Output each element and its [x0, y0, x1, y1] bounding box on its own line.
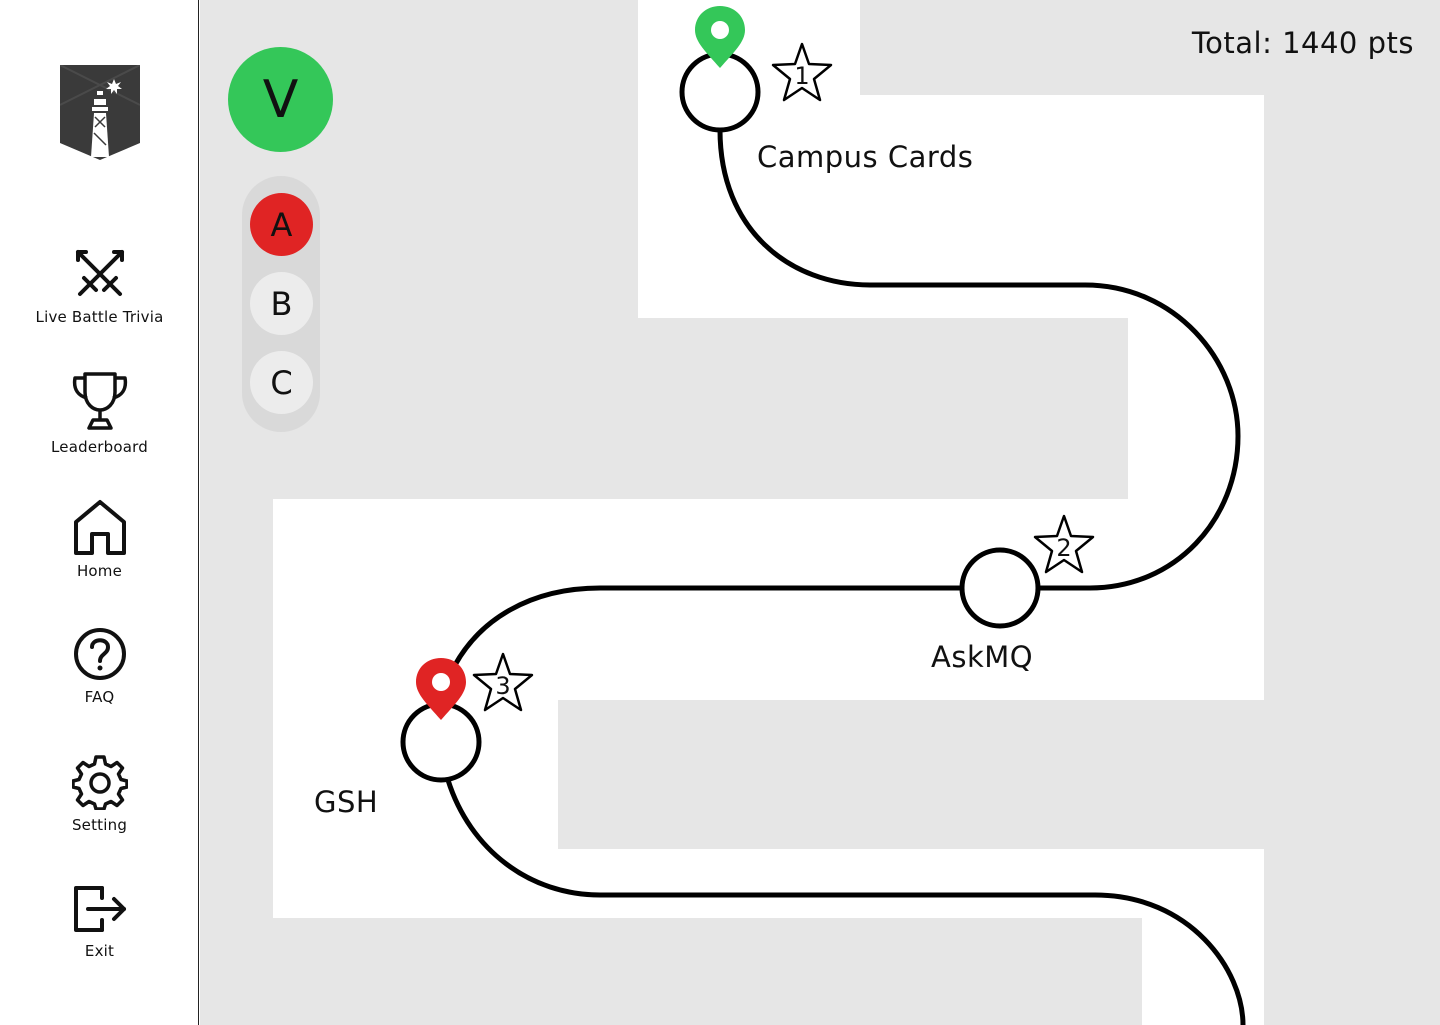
nav-leaderboard[interactable]: Leaderboard — [0, 370, 199, 456]
stop-circle-2 — [959, 547, 1041, 629]
map-area[interactable] — [200, 0, 1440, 1025]
nav-label-setting: Setting — [71, 816, 128, 834]
stop-number-1: 1 — [794, 62, 810, 90]
route-path — [445, 129, 1246, 1025]
stop-number-3: 3 — [495, 672, 511, 700]
university-logo — [59, 64, 141, 160]
stop-number-2: 2 — [1056, 534, 1072, 562]
logout-icon — [73, 886, 126, 932]
star-icon — [771, 42, 833, 102]
nav-home[interactable]: Home — [0, 498, 199, 580]
stop-label-gsh[interactable]: GSH — [314, 785, 379, 819]
nav-label-leaderboard: Leaderboard — [51, 438, 148, 456]
nav-exit[interactable]: Exit — [0, 884, 199, 960]
star-icon — [472, 652, 534, 712]
nav-label-home: Home — [76, 562, 123, 580]
nav-label-live-battle-trivia: Live Battle Trivia — [35, 308, 164, 326]
question-circle-icon — [73, 628, 126, 680]
stop-label-askmq[interactable]: AskMQ — [931, 640, 1034, 674]
crossed-swords-icon — [75, 250, 124, 296]
stop-label-campus-cards[interactable]: Campus Cards — [757, 140, 974, 174]
trophy-icon — [72, 372, 127, 430]
green-pin-icon — [695, 6, 745, 68]
team-button-b[interactable]: B — [250, 272, 313, 335]
home-icon — [73, 500, 126, 555]
nav-live-battle-trivia[interactable]: Live Battle Trivia — [0, 246, 199, 326]
lighthouse-crest-icon — [59, 64, 141, 160]
star-icon — [1033, 514, 1095, 574]
team-button-a[interactable]: A — [250, 193, 313, 256]
nav-faq[interactable]: FAQ — [0, 626, 199, 706]
total-score: Total: 1440 pts — [1191, 26, 1414, 60]
red-pin-icon — [416, 658, 466, 720]
nav-setting[interactable]: Setting — [0, 754, 199, 834]
map-road-layout — [273, 0, 1264, 1025]
sidebar: Live Battle Trivia Leaderboard Home FAQ — [0, 0, 199, 1025]
nav-label-faq: FAQ — [84, 688, 115, 706]
user-avatar[interactable]: V — [228, 47, 333, 152]
nav-label-exit: Exit — [84, 942, 115, 960]
team-button-c[interactable]: C — [250, 351, 313, 414]
gear-icon — [71, 755, 128, 810]
